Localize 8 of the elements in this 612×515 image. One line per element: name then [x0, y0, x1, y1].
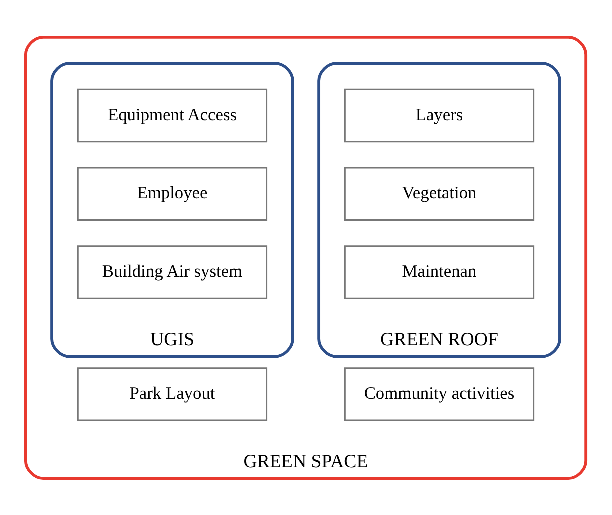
node-box: Equipment Access — [77, 88, 268, 142]
node-box: Layers — [344, 88, 535, 142]
node-box: Employee — [77, 166, 268, 220]
node-box: Building Air system — [77, 245, 268, 299]
node-box: Community activities — [344, 367, 535, 421]
node-box: Park Layout — [77, 367, 268, 421]
node-box: Maintenan — [344, 245, 535, 299]
node-box: Vegetation — [344, 166, 535, 220]
